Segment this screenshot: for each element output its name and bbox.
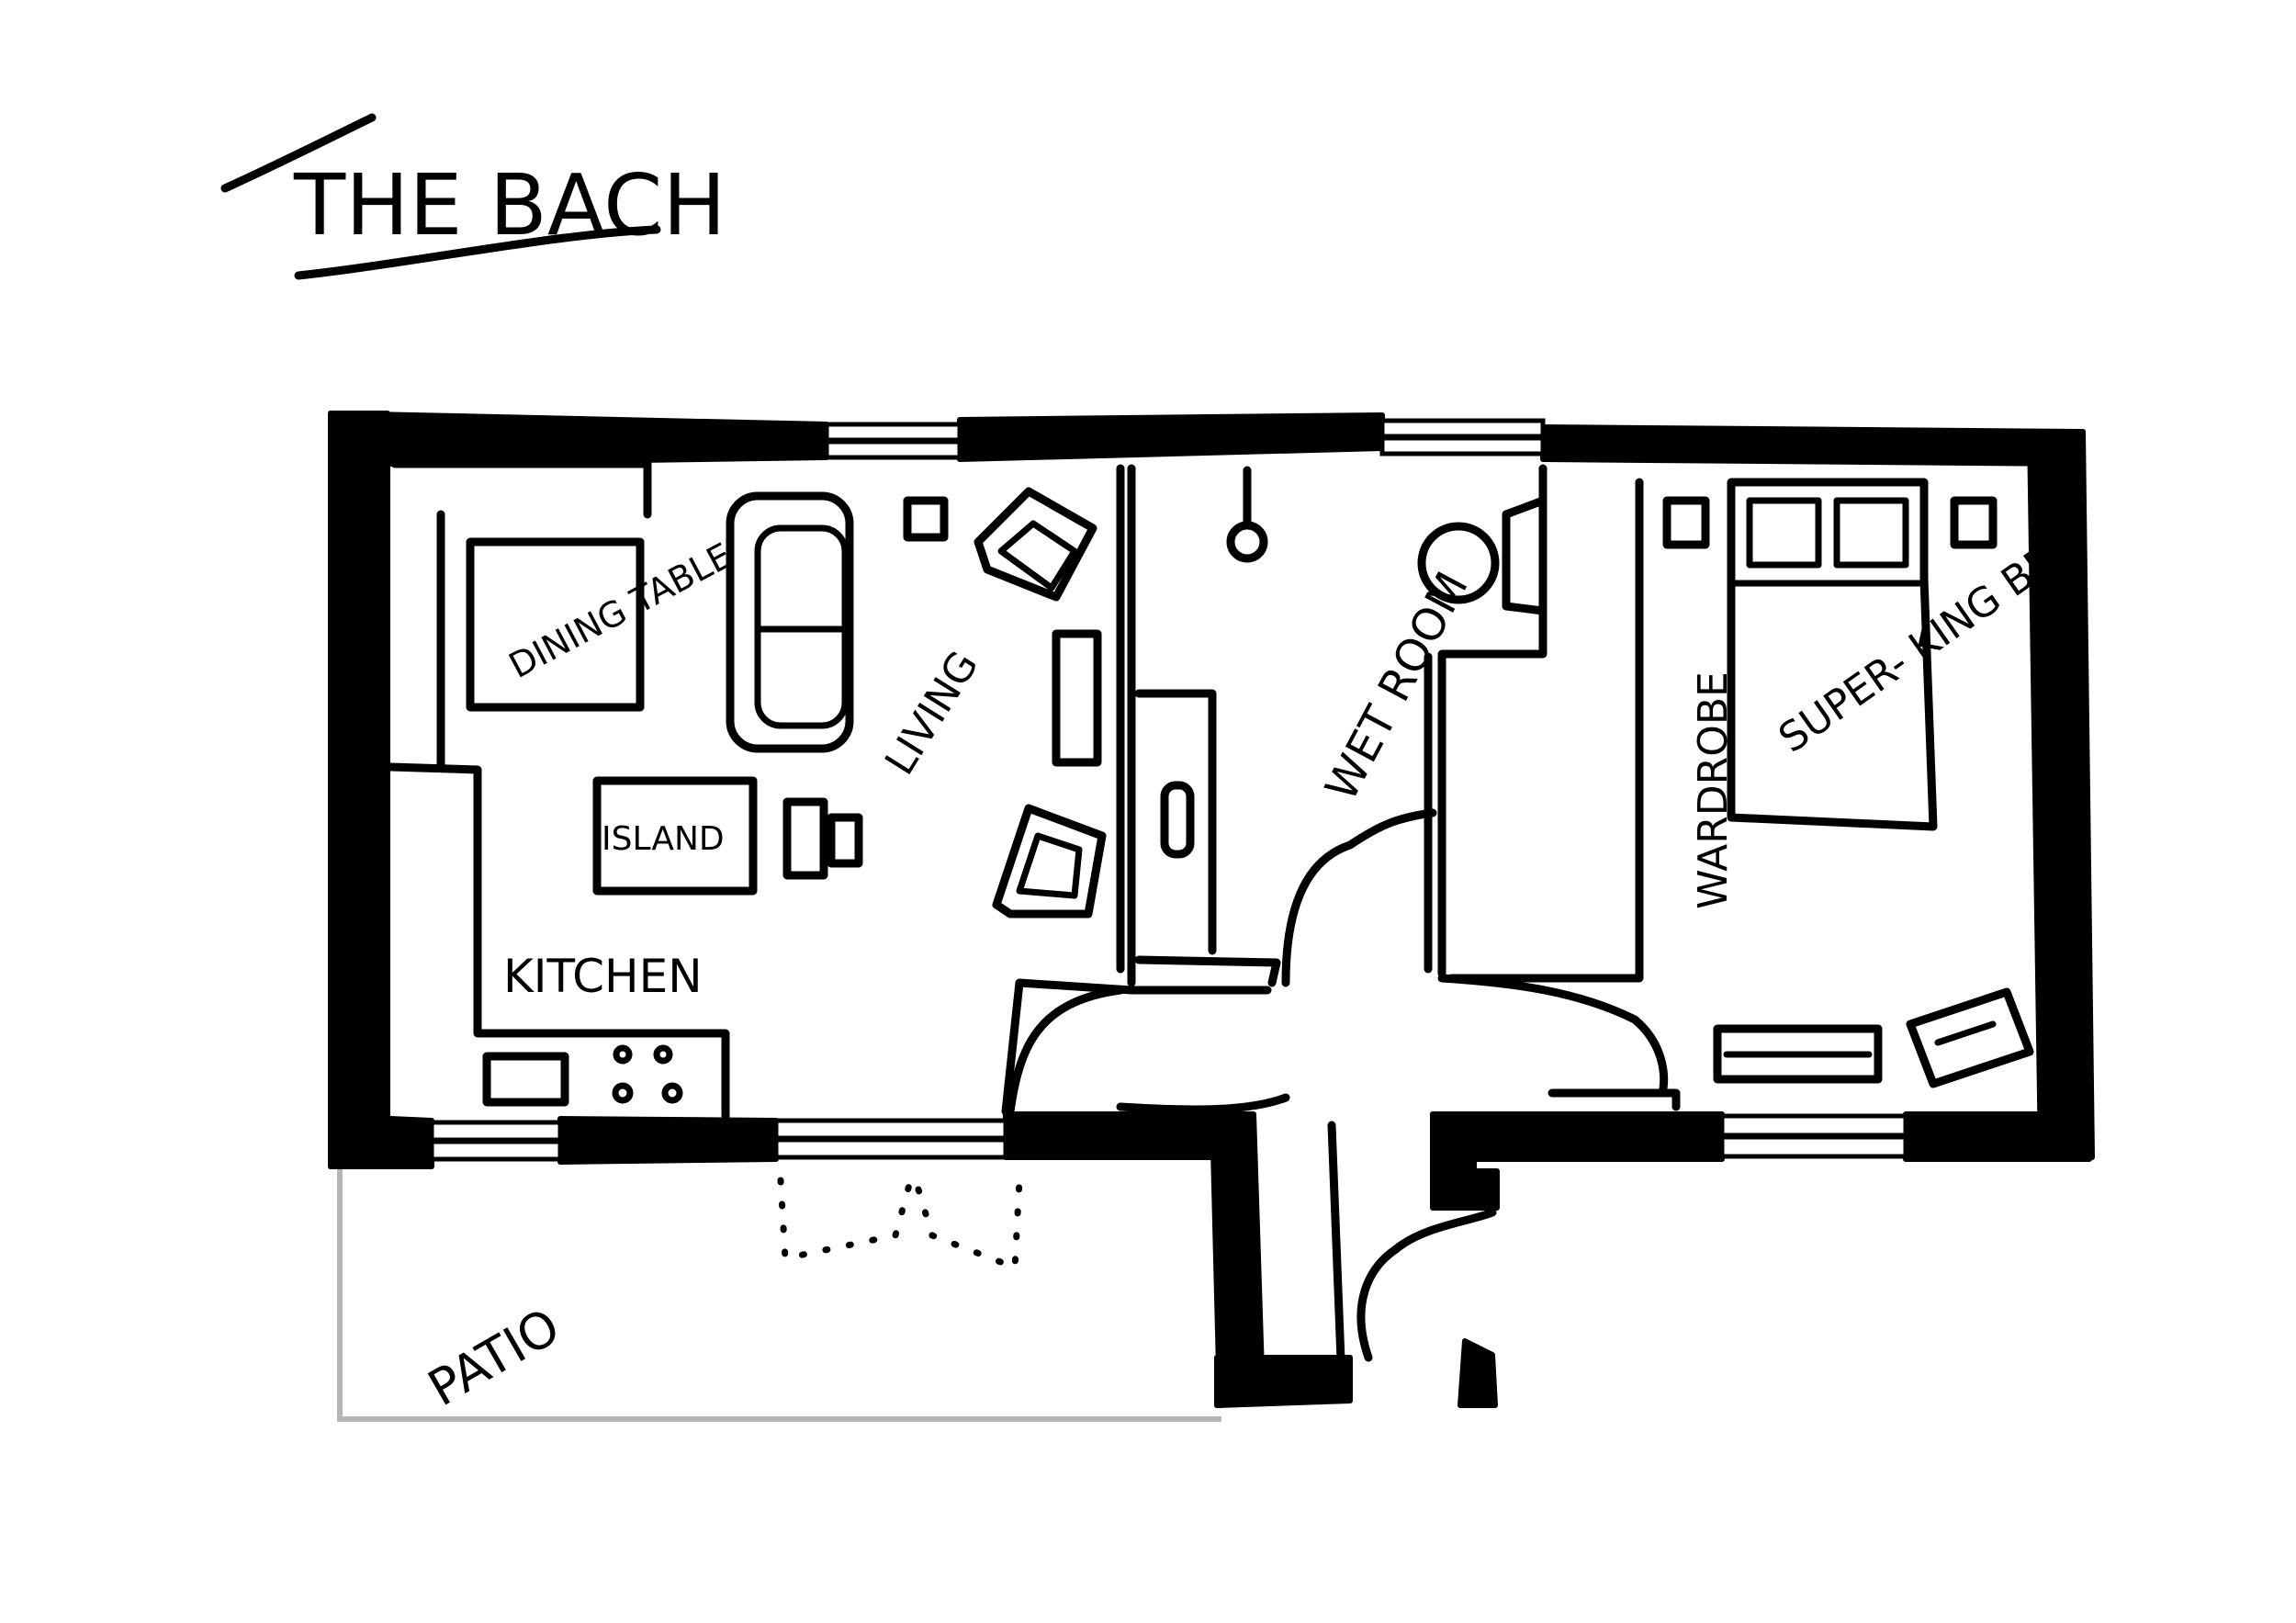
shower-head — [1226, 521, 1268, 563]
patio-outline — [337, 1162, 1221, 1422]
plan-title: THE BACH — [293, 156, 726, 254]
pillow — [1746, 497, 1822, 569]
dining-table-label: DINING TABLE — [502, 535, 738, 686]
side-table — [903, 496, 949, 542]
super-king-bed — [1727, 478, 1938, 831]
wet-room: WET ROOM — [1134, 466, 1548, 987]
stool — [782, 797, 828, 880]
kitchen-area: ISLAND KITCHEN — [482, 776, 863, 1107]
dining-table — [466, 537, 645, 712]
title-flourish — [220, 113, 377, 193]
sofa — [726, 491, 854, 753]
armchair-lower — [992, 804, 1107, 919]
hob-burner — [613, 1044, 633, 1065]
island-label: ISLAND — [602, 820, 725, 858]
door-swings — [1001, 808, 1669, 1364]
windows — [428, 418, 1909, 1162]
tv-unit — [1052, 629, 1102, 767]
pillow-2 — [1833, 497, 1909, 569]
kitchen-island — [592, 776, 758, 896]
patio-label: PATIO — [419, 1297, 569, 1417]
bench — [1713, 1024, 1883, 1084]
dining-area: DINING TABLE — [386, 459, 738, 1121]
living-label: LIVING — [876, 643, 987, 783]
wet-room-label: WET ROOM — [1315, 564, 1478, 809]
kitchen-label: KITCHEN — [503, 950, 703, 1003]
toilet — [1417, 522, 1500, 604]
bedroom: SUPER- KING BED — [1662, 478, 2089, 1088]
armchair — [974, 487, 1097, 602]
basin — [1160, 781, 1195, 859]
stool-2 — [827, 813, 863, 868]
dresser — [1906, 987, 2034, 1088]
sink — [482, 1052, 569, 1107]
bedside-table-2 — [1950, 496, 1998, 549]
interior-partitions — [1116, 464, 1681, 1111]
toilet-cistern — [1502, 496, 1548, 615]
title-underline — [294, 225, 661, 280]
patio-doors — [777, 1177, 1023, 1273]
bedside-table — [1662, 496, 1710, 549]
